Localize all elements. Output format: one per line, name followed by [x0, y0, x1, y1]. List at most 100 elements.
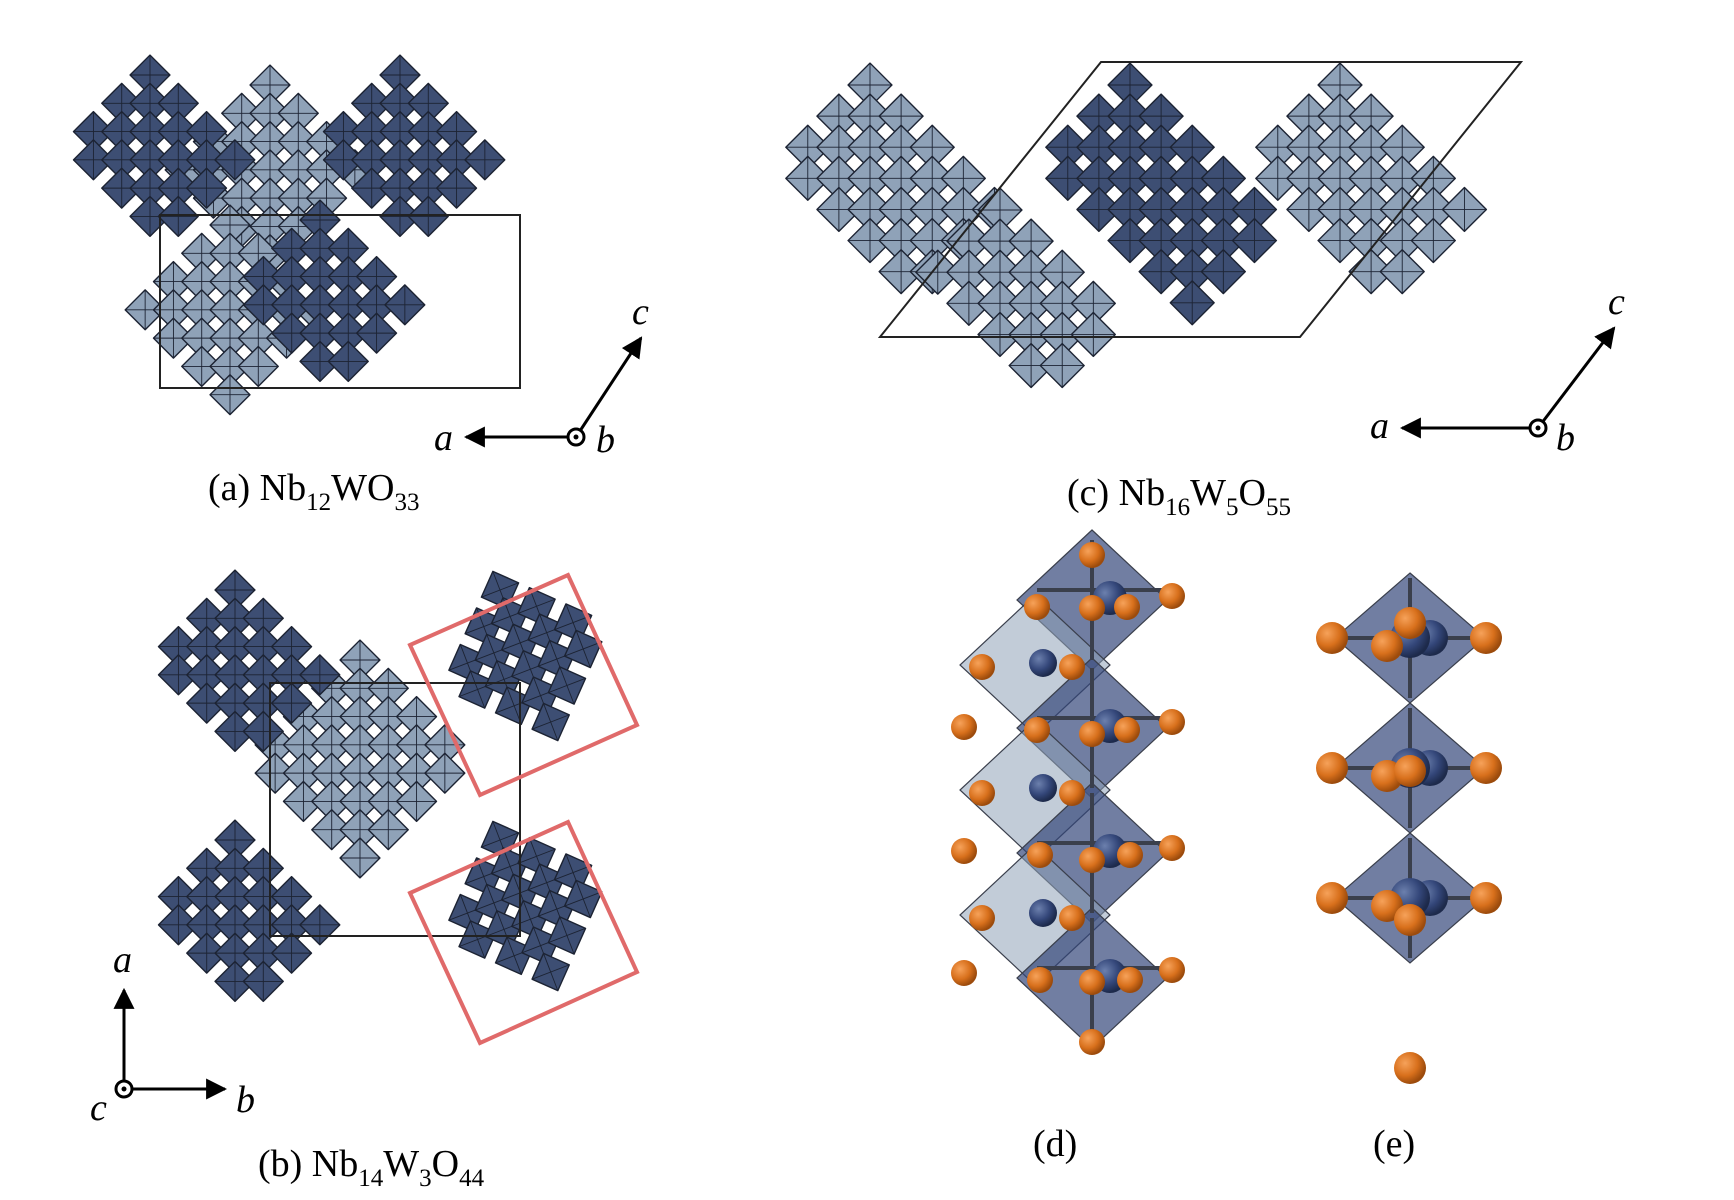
- atom-sphere-icon: [1394, 904, 1426, 936]
- atom-sphere-icon: [969, 905, 995, 931]
- octahedron-edge: [340, 838, 380, 878]
- atom-sphere-icon: [1159, 835, 1185, 861]
- atom-sphere-icon: [1316, 882, 1348, 914]
- panel-b-axis-b: b: [236, 1079, 255, 1121]
- octahedron-edge: [328, 341, 369, 382]
- panel-b-red-box-upper: [407, 572, 640, 798]
- out-of-plane-dot-icon: [114, 1079, 134, 1099]
- atom-sphere-icon: [951, 960, 977, 986]
- atom-sphere-icon: [1029, 774, 1057, 802]
- atom-sphere-icon: [1079, 847, 1105, 873]
- octahedron-edge: [531, 703, 570, 741]
- atom-sphere-icon: [1079, 595, 1105, 621]
- panel-b-red-box-lower: [407, 819, 640, 1046]
- octahedron-edge: [464, 139, 505, 180]
- atom-sphere-icon: [1470, 752, 1502, 784]
- out-of-plane-dot-icon: [1528, 418, 1548, 438]
- panel-b-axis-a: a: [113, 939, 132, 981]
- panel-c-unit-cell: [877, 61, 1524, 338]
- axis-arrow-icon: [1536, 326, 1616, 429]
- octahedron-edge: [1232, 218, 1277, 263]
- panel-b-unit-cell: [269, 682, 521, 937]
- panel-a-unit-cell: [159, 214, 521, 389]
- octahedron-edge: [299, 904, 340, 945]
- panel-e-caption: (e): [1373, 1123, 1415, 1165]
- atom-sphere-icon: [1029, 649, 1057, 677]
- atom-sphere-icon: [1024, 717, 1050, 743]
- octahedron-edge: [210, 374, 250, 415]
- atom-sphere-icon: [1470, 622, 1502, 654]
- octahedron-edge: [158, 196, 199, 237]
- atom-sphere-icon: [1059, 905, 1085, 931]
- atom-sphere-icon: [1470, 882, 1502, 914]
- atom-sphere-icon: [1079, 1029, 1105, 1055]
- atom-sphere-icon: [1371, 630, 1403, 662]
- panel-e-structure: [1316, 572, 1502, 1084]
- panel-c-axis-a: a: [1370, 405, 1389, 447]
- panel-a-axis-c: c: [632, 291, 649, 333]
- atom-sphere-icon: [1394, 607, 1426, 639]
- panel-a-caption: (a) Nb12WO33: [208, 467, 419, 516]
- atom-sphere-icon: [951, 838, 977, 864]
- panel-d-structure: [951, 529, 1185, 1055]
- panel-c-axis-c: c: [1608, 281, 1625, 323]
- octahedron-edge: [564, 880, 602, 918]
- octahedron-edge: [436, 168, 477, 209]
- octahedron-edge: [243, 961, 284, 1002]
- panel-c-axis-b: b: [1556, 417, 1575, 459]
- atom-sphere-icon: [1114, 717, 1140, 743]
- octahedron-edge: [1380, 249, 1425, 294]
- octahedron-edge: [299, 654, 340, 695]
- panel-c: a c b (c) Nb16W5O55: [785, 61, 1625, 521]
- octahedron-edge: [271, 933, 312, 974]
- atom-sphere-icon: [1024, 594, 1050, 620]
- panel-b: a b c (b) Nb14W3O44: [90, 569, 640, 1192]
- octahedron-edge: [408, 196, 449, 237]
- octahedron-edge: [238, 346, 279, 387]
- panel-a: a c b (a) Nb12WO33: [72, 54, 649, 516]
- panel-b-structure: [157, 569, 603, 1003]
- panel-c-structure: [785, 62, 1488, 389]
- atom-sphere-icon: [951, 714, 977, 740]
- octahedron-edge: [271, 683, 312, 724]
- octahedron-edge: [1411, 218, 1456, 263]
- panel-b-axis-c: c: [90, 1087, 107, 1129]
- octahedron-edge: [1201, 249, 1246, 294]
- atom-sphere-icon: [1079, 969, 1105, 995]
- atom-sphere-icon: [1117, 842, 1143, 868]
- octahedron-edge: [1442, 187, 1487, 232]
- atom-sphere-icon: [1316, 622, 1348, 654]
- atom-sphere-icon: [1027, 967, 1053, 993]
- atom-sphere-icon: [1059, 654, 1085, 680]
- atom-sphere-icon: [1394, 1052, 1426, 1084]
- octahedron-edge: [214, 139, 255, 180]
- atom-sphere-icon: [1316, 752, 1348, 784]
- octahedron-edge: [368, 809, 409, 850]
- octahedron-edge: [243, 711, 284, 752]
- atom-sphere-icon: [1059, 780, 1085, 806]
- panel-c-axes: a c b: [1370, 281, 1625, 459]
- panel-c-caption: (c) Nb16W5O55: [1067, 472, 1291, 521]
- panel-d-caption: (d): [1033, 1123, 1077, 1165]
- atom-sphere-icon: [969, 780, 995, 806]
- octahedron-edge: [384, 284, 425, 325]
- octahedron-edge: [356, 313, 397, 354]
- octahedron-edge: [186, 168, 227, 209]
- atom-sphere-icon: [1159, 583, 1185, 609]
- atom-sphere-icon: [1079, 542, 1105, 568]
- atom-sphere-icon: [1394, 755, 1426, 787]
- atom-sphere-icon: [1371, 890, 1403, 922]
- axis-arrow-icon: [574, 336, 643, 438]
- octahedron-edge: [548, 666, 586, 705]
- octahedron-edge: [424, 753, 465, 794]
- panel-a-axes: a c b: [434, 291, 649, 461]
- panel-a-axis-a: a: [434, 417, 453, 459]
- octahedron-edge: [1071, 312, 1116, 357]
- out-of-plane-dot-icon: [566, 427, 586, 447]
- octahedron-edge: [531, 953, 570, 991]
- panel-a-structure: [72, 54, 506, 416]
- octahedron-edge: [564, 630, 602, 668]
- atom-sphere-icon: [1159, 709, 1185, 735]
- octahedron-edge: [396, 781, 437, 822]
